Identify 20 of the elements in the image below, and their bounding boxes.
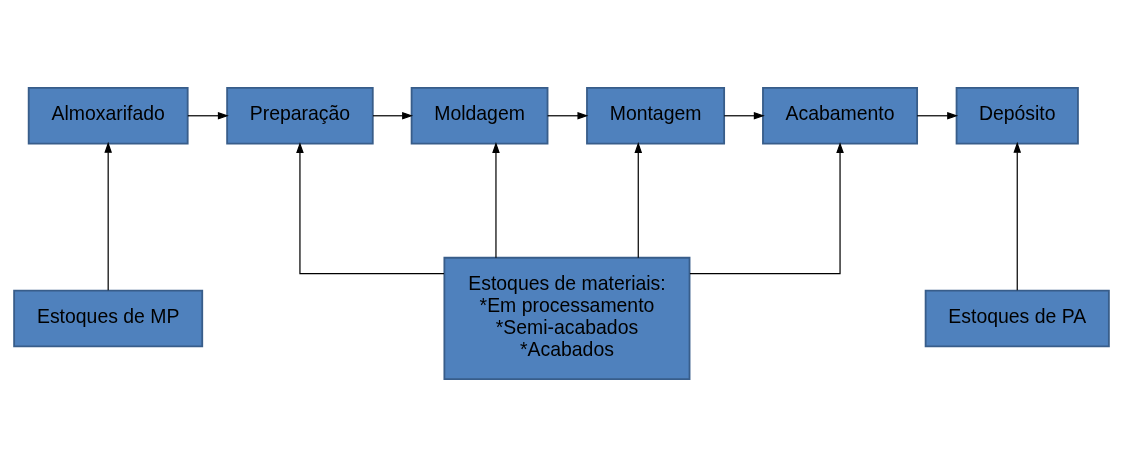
arrow: [723, 111, 765, 120]
arrow: [1013, 141, 1022, 291]
node-box: Acabamento: [762, 86, 919, 145]
arrow: [634, 141, 643, 258]
node-box: Estoques de materiais: *Em processamento *Semi-acabados *Acabados: [443, 256, 691, 380]
arrow: [916, 111, 959, 120]
node-box: Estoques de PA: [924, 289, 1110, 347]
node-box: Estoques de MP: [13, 289, 204, 347]
arrow: [372, 111, 414, 120]
arrow: [187, 111, 229, 120]
node-box: Moldagem: [410, 86, 549, 145]
arrow: [547, 111, 589, 120]
node-box: Preparação: [226, 86, 374, 145]
arrow: [689, 141, 844, 274]
arrow: [104, 141, 112, 291]
node-box: Montagem: [586, 86, 726, 145]
node-box: Depósito: [955, 86, 1079, 145]
arrow: [492, 141, 500, 258]
arrow: [296, 141, 445, 274]
node-box: Almoxarifado: [27, 86, 189, 145]
